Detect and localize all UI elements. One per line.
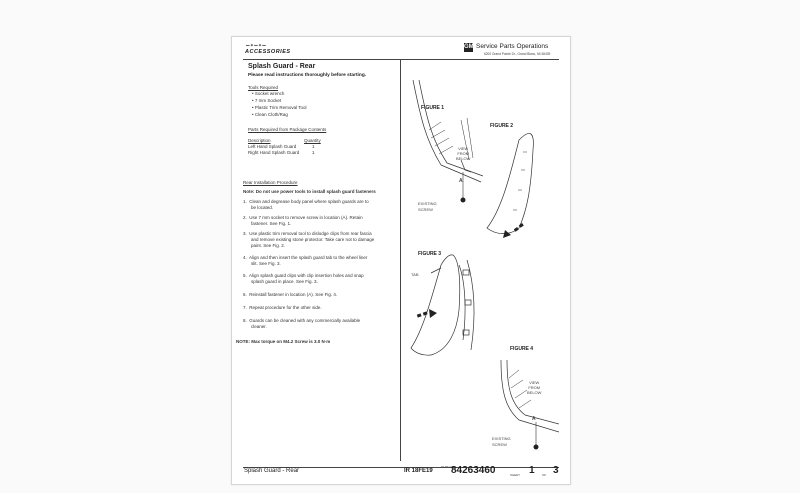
figures-panel: FIGURE 1 FIGURE 2 FIGURE 3 FIGURE 4 VIEW… [401, 60, 559, 467]
step-line: splash guard in place. See Fig. 3. [251, 279, 318, 284]
figure-2-label: FIGURE 2 [490, 123, 514, 129]
note-top: Note: Do not use power tools to install … [243, 189, 376, 194]
install-heading: Rear Installation Procedure [243, 180, 298, 185]
fig3-arrow-icon [429, 309, 437, 318]
header-divider [243, 59, 559, 60]
fig1-screw-icon [460, 197, 466, 203]
footer-total-sheets: 3 [553, 465, 559, 476]
footer-sheet-number: 1 [529, 465, 535, 476]
company-address: 6200 Grand Pointe Dr., Grand Blanc, MI 4… [484, 52, 551, 56]
tool-item: • Socket wrench [252, 91, 285, 96]
footer-sheet-label: SHEET [510, 473, 521, 477]
fig1-body-line [412, 79, 442, 166]
tool-item: • Clean Cloth/Rag [252, 112, 288, 117]
step-item: 8. Guards can be cleaned with any commer… [243, 318, 361, 323]
fig2-arrow-icon [503, 230, 511, 238]
intro-text: Please read instructions thoroughly befo… [248, 73, 367, 78]
step-line: cleaner. [251, 324, 267, 329]
tool-item: • Plastic Trim Removal Tool [252, 105, 307, 110]
instruction-sheet: ▬ ◆ ▬ ◆ ▬ ACCESSORIES GM Service Parts O… [231, 36, 571, 485]
figure-1-label: FIGURE 1 [421, 105, 445, 111]
quantity-heading: Quantity [304, 138, 321, 143]
footer-of-label: OF [542, 473, 547, 477]
figure-4-label: FIGURE 4 [510, 346, 534, 352]
step-item: 5. Align splash guard clips with clip in… [243, 273, 364, 278]
parts-heading: Parts Required from Package Contents [248, 127, 327, 132]
fig3-tab-label: TAB [411, 272, 419, 277]
tools-heading: Tools Required [248, 85, 279, 90]
step-item: 7. Repeat procedure for the other side. [243, 305, 322, 310]
figures-illustration [410, 79, 559, 450]
brand-logos-strip: ▬ ◆ ▬ ◆ ▬ [246, 43, 266, 47]
step-item: 6. Reinstall fastener in location (A). S… [243, 292, 338, 297]
step-line: fastener. See Fig. 1. [251, 221, 292, 226]
step-item: 3. Use plastic trim removal tool to disl… [243, 231, 372, 236]
part-desc: Left Hand Splash Guard [248, 144, 297, 149]
step-item: 4. Align and then insert the splash guar… [243, 255, 368, 260]
tool-item: • 7 mm Socket [252, 98, 282, 103]
step-line: and remove existing stone protector. Tak… [251, 237, 375, 242]
step-item: 1. Clean and degrease body panel where s… [243, 199, 369, 204]
figure-3-label: FIGURE 3 [418, 251, 442, 257]
column-divider [400, 60, 401, 461]
accessories-logo: ACCESSORIES [245, 49, 291, 55]
description-heading: Description [248, 138, 271, 143]
part-qty: 1 [312, 144, 315, 149]
fig1-label-a: A [459, 178, 463, 184]
note-bottom: NOTE: Max torque on M4.2 Screw is 3.0 N·… [236, 339, 331, 344]
footer-part-no-label: PART NO. [441, 465, 455, 469]
fig4-label-a: A [532, 416, 536, 422]
fig4-screw-icon [533, 444, 539, 450]
step-line: be located. [251, 205, 274, 210]
fig2-splash-guard-outline [486, 133, 534, 234]
step-item: 2. Use 7 mm socket to remove screw in lo… [243, 215, 363, 220]
fig3-splash-guard-outline [410, 254, 461, 356]
document-title: Splash Guard - Rear [248, 63, 316, 70]
footer-ir: IR 18FE19 [404, 468, 433, 474]
part-desc: Right Hand Splash Guard [248, 150, 300, 155]
footer-title: Splash Guard - Rear [244, 468, 300, 474]
gm-logo-icon: GM [464, 43, 474, 52]
company-name: Service Parts Operations [476, 43, 549, 50]
footer-part-number: 84263460 [451, 465, 496, 476]
step-line: slit. See Fig. 3. [251, 261, 281, 266]
step-line: paint. See Fig. 2. [251, 243, 286, 248]
footer-divider [243, 467, 559, 468]
part-qty: 1 [312, 150, 315, 155]
